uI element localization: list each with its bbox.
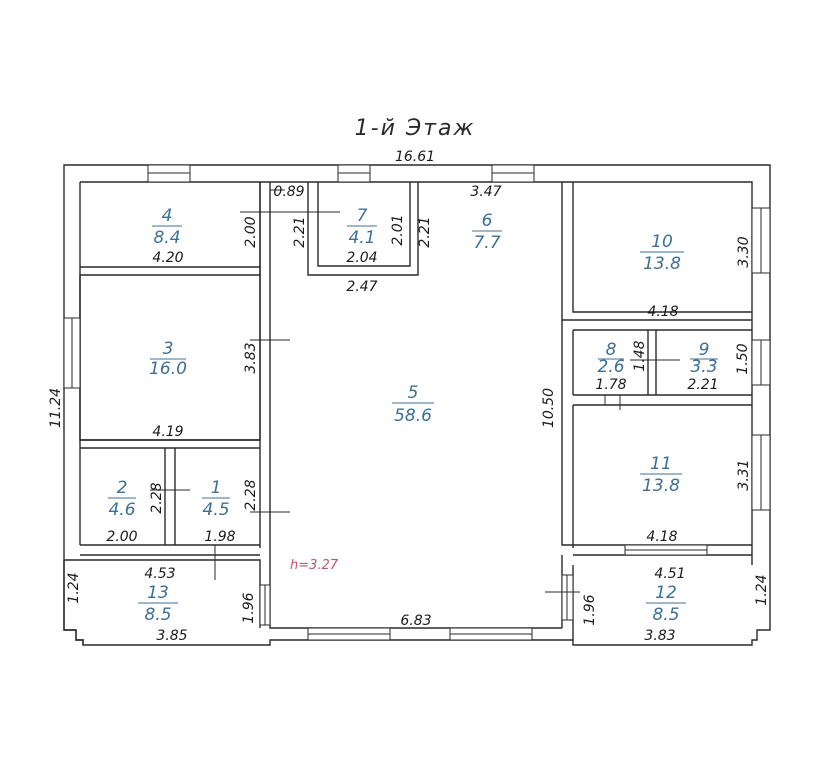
dim-r13-left: 1.24	[66, 572, 82, 603]
room-7-number: 7	[357, 206, 368, 226]
room-7-area: 4.1	[348, 228, 375, 248]
room-12-area: 8.5	[652, 605, 679, 625]
dim-r8-width: 1.78	[595, 377, 626, 393]
dim-r13-width-bottom: 3.85	[156, 628, 187, 644]
dim-r6-width: 3.47	[470, 184, 501, 200]
room-3-number: 3	[163, 339, 174, 359]
dim-r1-width: 1.98	[204, 529, 235, 545]
dim-r5-width: 6.83	[400, 613, 431, 629]
room-13-area: 8.5	[144, 605, 171, 625]
door-marks	[150, 189, 680, 593]
dim-r8-height: 1.48	[632, 340, 648, 371]
room-9-number: 9	[699, 340, 710, 360]
room-13-number: 13	[147, 583, 169, 603]
room-4-area: 8.4	[153, 228, 180, 248]
room-1-number: 1	[211, 478, 222, 498]
dim-r4-height: 2.00	[243, 216, 259, 247]
room-2-number: 2	[117, 478, 128, 498]
dim-r10-width: 4.18	[647, 304, 678, 320]
dim-r12-left: 1.96	[582, 594, 598, 625]
dim-r13-width-top: 4.53	[144, 566, 175, 582]
dim-r9-width: 2.21	[687, 377, 718, 393]
dim-r9-height: 1.50	[735, 343, 751, 374]
room-11-number: 11	[650, 454, 672, 474]
dim-r7-outer: 2.47	[346, 279, 377, 295]
dim-r7-left: 2.21	[292, 216, 308, 247]
dim-r1-height: 2.28	[243, 479, 259, 510]
dim-r11-height: 3.31	[736, 459, 752, 490]
room-4-number: 4	[162, 206, 173, 226]
room-11-area: 13.8	[642, 476, 680, 496]
dim-corridor-top: 0.89	[273, 184, 304, 200]
dim-r11-width: 4.18	[646, 529, 677, 545]
dim-r10-height: 3.30	[736, 236, 752, 267]
dimensions: 16.61 11.24 2.00 4.20 0.89 2.21 2.01 2.0…	[48, 149, 770, 644]
room-5-area: 58.6	[394, 406, 432, 426]
dim-r7-right: 2.01	[390, 214, 406, 245]
room-10-area: 13.8	[643, 254, 681, 274]
room-6-number: 6	[482, 211, 493, 231]
walls	[63, 164, 771, 646]
dim-r13-right: 1.96	[241, 592, 257, 623]
room-6-area: 7.7	[473, 233, 500, 253]
dim-r7-width: 2.04	[346, 250, 377, 266]
ceiling-height: h=3.27	[290, 558, 339, 573]
dim-r12-right: 1.24	[754, 574, 770, 605]
dim-r3-height: 3.83	[243, 342, 259, 373]
room-12-number: 12	[655, 583, 677, 603]
floor-title: 1-й Этаж	[355, 116, 476, 141]
room-labels: 4 8.4 7 4.1 6 7.7 10 13.8 3 16.0 8 2.6 9…	[108, 206, 718, 625]
dim-overall-width: 16.61	[395, 149, 435, 165]
room-2-area: 4.6	[108, 500, 135, 520]
dim-r3-width: 4.19	[152, 424, 183, 440]
room-8-area: 2.6	[597, 357, 624, 377]
dim-r12-width-bottom: 3.83	[644, 628, 675, 644]
room-5-number: 5	[408, 383, 419, 403]
dim-r4-width: 4.20	[152, 250, 183, 266]
windows	[63, 164, 771, 641]
room-8-number: 8	[606, 340, 617, 360]
dim-r12-width-top: 4.51	[654, 566, 685, 582]
room-9-area: 3.3	[690, 357, 717, 377]
dim-r5-depth: 10.50	[541, 388, 557, 428]
room-3-area: 16.0	[149, 359, 187, 379]
dim-r2-height: 2.28	[149, 482, 165, 513]
dim-r6-height: 2.21	[417, 216, 433, 247]
dim-overall-depth: 11.24	[48, 388, 64, 428]
room-1-area: 4.5	[202, 500, 229, 520]
dim-r2-width: 2.00	[106, 529, 137, 545]
room-10-number: 10	[651, 232, 673, 252]
